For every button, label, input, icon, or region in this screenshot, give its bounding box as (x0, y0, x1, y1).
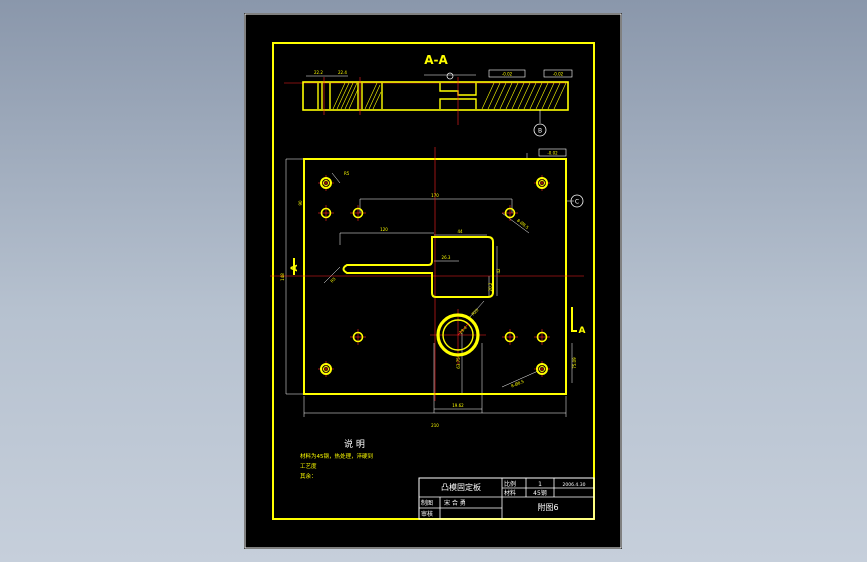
dim-corner-top: R5 (344, 171, 350, 176)
dim-slot-h1: 42 (496, 268, 501, 274)
dim-right: 75.09 (572, 357, 577, 369)
dim-vertical-1: 63.75 (456, 357, 461, 369)
drawing-sheet: A-A (244, 13, 622, 549)
notes-block: 说 明 材料为45钢，热处理，淬硬到 工艺度 其余： (300, 438, 373, 480)
surface-symbol-icon (446, 72, 454, 80)
drawing-svg: A-A (244, 13, 622, 549)
drawing-date: 2006.4.30 (563, 482, 586, 488)
section-title: A-A (424, 53, 448, 67)
svg-text:C: C (575, 199, 579, 206)
dim-bore: 29.4 (458, 325, 468, 335)
datum-b-marker (533, 123, 547, 137)
outer-border (244, 13, 622, 549)
dim-slot-long: 170 (431, 193, 439, 198)
material-label: 材料 (504, 489, 516, 497)
svg-text:-0.02: -0.02 (553, 72, 564, 77)
notes-line-3: 其余： (300, 472, 317, 480)
title-block: 凸模固定板 比例 1 材料 45钢 2006.4.30 制图 宋 合 勇 审核 … (418, 477, 595, 520)
tolerance-tag-3 (538, 148, 567, 157)
notes-line-2: 工艺度 (300, 462, 317, 470)
section-marker-right: A (579, 326, 586, 336)
dim-horizontal-1: 19.62 (452, 403, 464, 408)
tolerance-tag-2 (543, 69, 573, 78)
bore-outer (436, 313, 480, 357)
dim-slot-short: 120 (380, 227, 388, 232)
material-value: 45钢 (533, 489, 547, 497)
dim-corner-1: R5 (329, 276, 337, 284)
notes-heading: 说 明 (344, 438, 365, 450)
dim-slot-h2: 20.2 (488, 282, 493, 291)
tolerance-tag-1 (488, 69, 526, 78)
mounting-holes (318, 175, 550, 377)
svg-text:-0.02: -0.02 (547, 151, 558, 156)
drawn-label: 制图 (421, 499, 433, 507)
checked-label: 审核 (421, 510, 433, 518)
keyhole-slot (342, 236, 494, 298)
section-view: 22.2 22.4 -0.02 -0.02 B (284, 69, 573, 137)
part-name: 凸模固定板 (441, 482, 481, 492)
dim-left: 90 (298, 200, 303, 206)
scale-value: 1 (538, 481, 542, 488)
dim-height: 148 (280, 273, 285, 281)
datum-c-marker (570, 194, 584, 208)
section-marker-left: A (290, 264, 300, 271)
dim-corner-2: R20 (470, 307, 479, 316)
top-dim-2: 22.4 (338, 70, 347, 75)
notes-line-1: 材料为45钢，热处理，淬硬到 (300, 452, 373, 460)
plan-view: 170 120 44 26.3 210 19.62 148 90 42 20.2… (270, 147, 586, 428)
svg-text:-0.02: -0.02 (502, 72, 513, 77)
scale-label: 比例 (504, 480, 516, 488)
svg-text:B: B (538, 128, 542, 135)
dim-width: 210 (431, 423, 439, 428)
dim-hole-label-2: 8-Ø8.5 (510, 379, 525, 389)
inner-frame (272, 42, 595, 520)
drawn-value: 宋 合 勇 (444, 499, 466, 507)
top-dim-1: 22.2 (314, 70, 323, 75)
figure-number: 附图6 (537, 502, 558, 512)
dim-slot-mid: 26.3 (442, 255, 451, 260)
dim-slot-step: 44 (457, 229, 463, 234)
bore-inner (442, 319, 474, 351)
